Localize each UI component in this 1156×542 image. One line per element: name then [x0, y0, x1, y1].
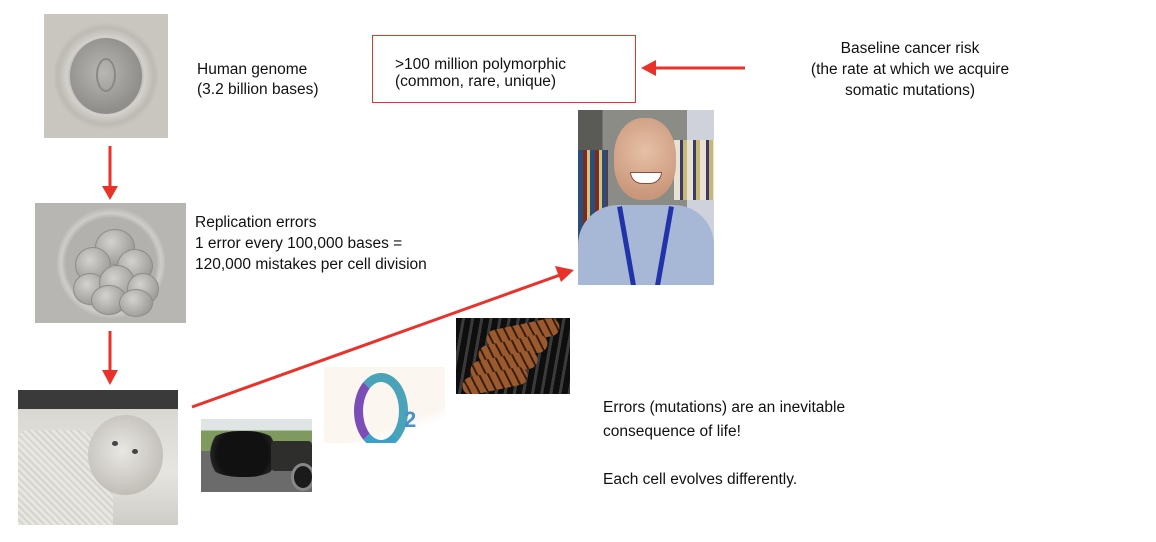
adult-man-photo	[578, 110, 714, 285]
genome-line-2: (3.2 billion bases)	[197, 81, 319, 98]
oxygen-o2-graphic: 2	[324, 367, 445, 443]
baseline-line-2: (the rate at which we acquire	[810, 61, 1010, 78]
eye	[112, 441, 118, 446]
o2-subscript-2: 2	[404, 407, 417, 432]
blastomere	[119, 289, 153, 317]
replication-errors-label: Replication errors 1 error every 100,000…	[195, 212, 427, 275]
replication-line-2: 1 error every 100,000 bases =	[195, 235, 403, 252]
arrow-embryo-to-baby	[102, 331, 118, 385]
baseline-risk-label: Baseline cancer risk (the rate at which …	[760, 38, 1060, 101]
replication-line-3: 120,000 mistakes per cell division	[195, 256, 427, 273]
grilled-sausages-photo	[456, 318, 570, 394]
bookshelf-right	[674, 140, 714, 200]
arrow-baseline-to-box	[641, 60, 745, 76]
polymorphic-line-1: >100 million polymorphic	[395, 56, 567, 73]
baby-photo	[18, 390, 178, 525]
replication-line-1: Replication errors	[195, 214, 317, 231]
conclusion-text: Errors (mutations) are an inevitable con…	[603, 396, 845, 492]
shirt	[578, 205, 714, 285]
truck-wheel	[291, 463, 312, 491]
polymorphic-line-2: (common, rare, unique)	[395, 73, 557, 90]
arrow-baby-to-adult	[191, 266, 574, 409]
embryo-image	[35, 203, 186, 323]
genome-label: Human genome (3.2 billion bases)	[197, 60, 318, 100]
arrow-egg-to-embryo	[102, 146, 118, 200]
baby-head	[88, 415, 163, 495]
conclusion-line-3: Each cell evolves differently.	[603, 471, 798, 488]
truck-exhaust-photo	[201, 419, 312, 492]
baseline-line-3: somatic mutations)	[844, 82, 976, 99]
pronucleus	[96, 58, 116, 92]
face	[614, 118, 676, 200]
conclusion-line-2: consequence of life!	[603, 423, 741, 440]
genome-line-1: Human genome	[197, 61, 308, 78]
egg-cell-image	[44, 14, 168, 138]
polymorphic-text: >100 million polymorphic (common, rare, …	[395, 56, 566, 90]
conclusion-line-1: Errors (mutations) are an inevitable	[603, 399, 846, 416]
polymorphic-box: >100 million polymorphic (common, rare, …	[372, 35, 636, 103]
exhaust-smoke	[203, 431, 283, 477]
eye	[132, 449, 138, 454]
baseline-line-1: Baseline cancer risk	[840, 40, 980, 57]
o2-letter-o	[354, 373, 408, 443]
